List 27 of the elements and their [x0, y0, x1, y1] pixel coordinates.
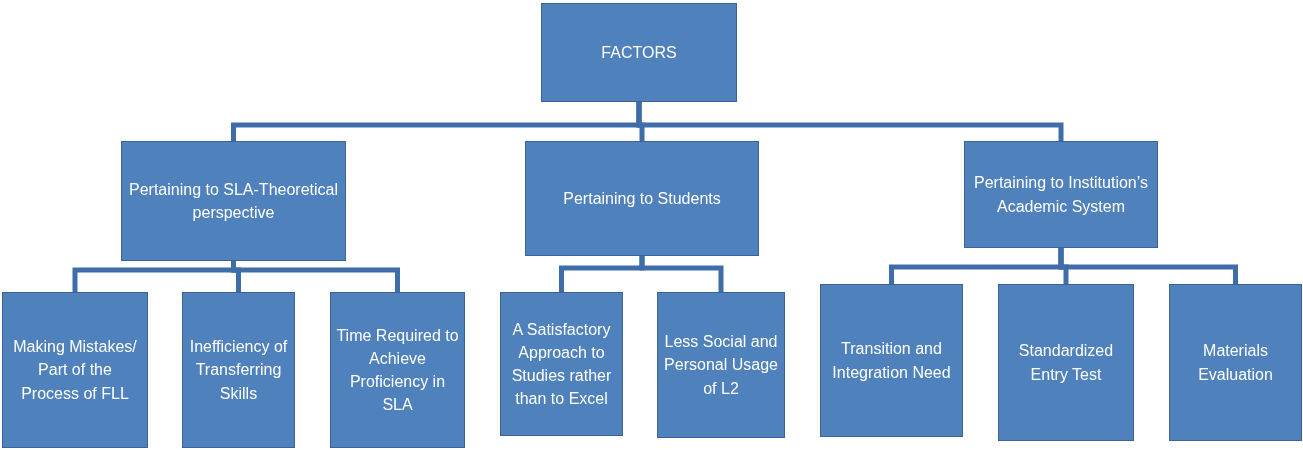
- box-label: Time Required to Achieve Proficiency in SLA: [335, 325, 460, 416]
- box-label: Inefficiency of Transferring Skills: [188, 337, 289, 404]
- factor-box: [330, 292, 465, 448]
- factor-box: [820, 284, 963, 437]
- box-label: Pertaining to Students: [563, 188, 721, 209]
- factor-box: [657, 292, 785, 438]
- factor-box: [964, 141, 1158, 248]
- connector-line: [636, 102, 1064, 141]
- box-label: Pertaining to SLA-Theoretical perspective: [128, 179, 339, 223]
- box-label: Transition and Integration Need: [831, 339, 952, 383]
- box-label: Standardized Entry Test: [1017, 341, 1115, 385]
- factor-box: [121, 141, 346, 261]
- factor-box: [525, 141, 759, 256]
- factor-box: [2, 292, 148, 448]
- factor-box: [182, 292, 295, 448]
- box-label: Pertaining to Institution’s Academic System: [973, 173, 1149, 217]
- factor-box: [500, 292, 623, 436]
- factor-box: [541, 3, 737, 102]
- factor-box: [1169, 284, 1302, 441]
- box-label: FACTORS: [601, 42, 677, 63]
- box-label: Materials Evaluation: [1197, 341, 1274, 385]
- box-label: Less Social and Personal Usage of L2: [663, 332, 779, 399]
- factor-box: [998, 284, 1134, 441]
- box-label: Making Mistakes/ Part of the Process of FLL: [12, 337, 138, 404]
- connector-line: [639, 256, 724, 292]
- connector-line: [1058, 248, 1238, 284]
- box-label: A Satisfactory Approach to Studies rather than to Excel: [510, 319, 613, 410]
